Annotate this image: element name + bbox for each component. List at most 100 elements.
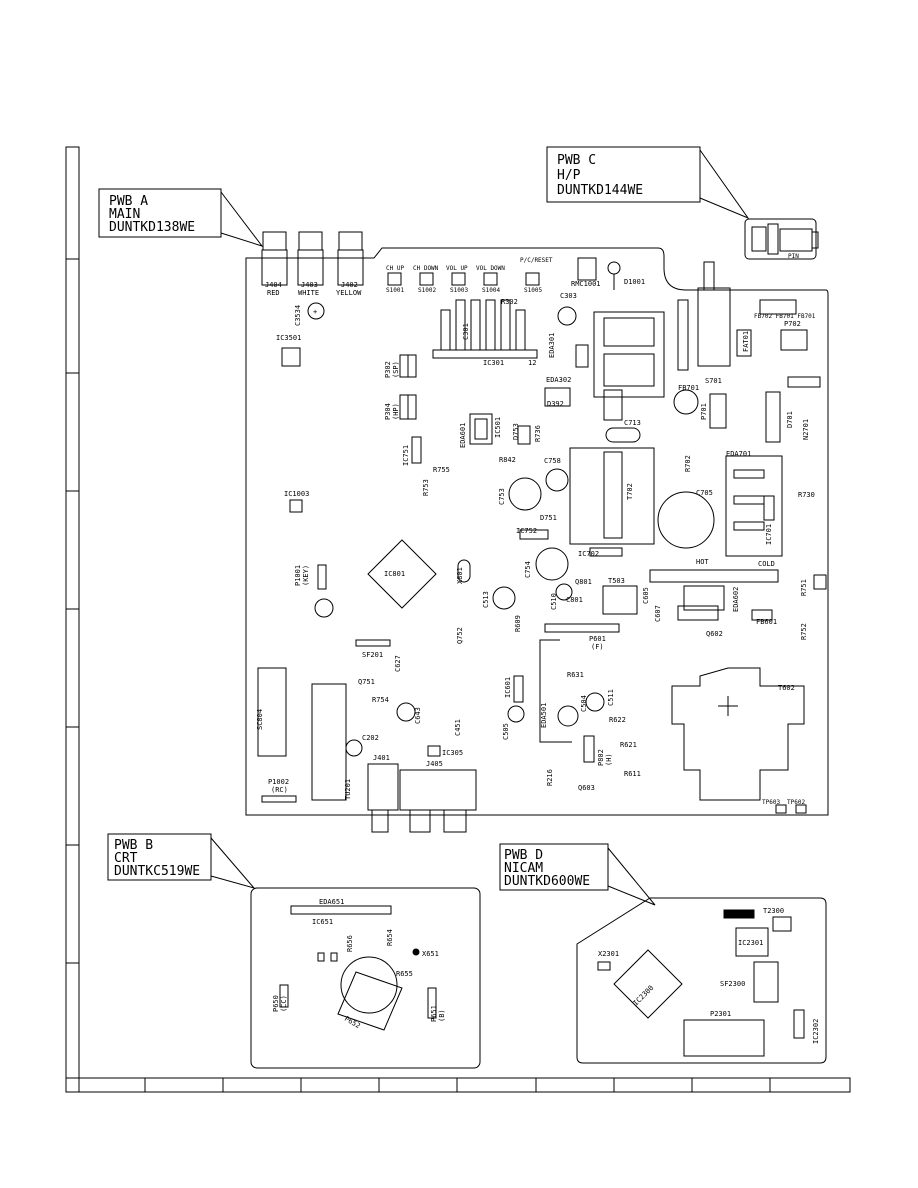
label-p651-sub: (B) bbox=[438, 1009, 446, 1022]
callout-pwb-b-part: DUNTKC519WE bbox=[114, 864, 200, 879]
label-c627: C627 bbox=[394, 655, 402, 672]
switch-ref-s1004: S1004 bbox=[482, 287, 500, 294]
label-c303: C303 bbox=[560, 292, 577, 300]
label-r736: R736 bbox=[534, 425, 542, 442]
label-c513: C513 bbox=[482, 591, 490, 608]
label-c705: C705 bbox=[696, 489, 713, 497]
label-ic2301: IC2301 bbox=[738, 939, 763, 947]
label-r656: R656 bbox=[346, 935, 354, 952]
jack-color-red: RED bbox=[267, 289, 280, 297]
switch-ref-s1001: S1001 bbox=[386, 287, 404, 294]
label-eda651: EDA651 bbox=[319, 898, 344, 906]
label-x801: X801 bbox=[456, 567, 464, 584]
jack-ref-j403: J403 bbox=[301, 281, 318, 289]
pwb-b-labels: EDA651 IC651 R656 R654 X651 R655 P650 (C… bbox=[272, 898, 446, 1030]
label-q751: Q751 bbox=[358, 678, 375, 686]
callout-pwb-b-title: PWB B bbox=[114, 838, 153, 853]
label-rmc1001: RMC1001 bbox=[571, 280, 601, 288]
label-eda302: EDA302 bbox=[546, 376, 571, 384]
label-c504: C504 bbox=[580, 695, 588, 712]
callout-pwb-c-part: DUNTKD144WE bbox=[557, 183, 643, 198]
jack-ref-j404: J404 bbox=[265, 281, 282, 289]
label-eda501: EDA501 bbox=[540, 703, 548, 728]
label-ic1003: IC1003 bbox=[284, 490, 309, 498]
label-eda602: EDA602 bbox=[732, 587, 740, 612]
pwb-b-board bbox=[250, 887, 481, 1069]
label-ic2302: IC2302 bbox=[812, 1019, 820, 1044]
label-s701: S701 bbox=[705, 377, 722, 385]
label-ic3501: IC3501 bbox=[276, 334, 301, 342]
label-p1001-sub: (KEY) bbox=[302, 565, 310, 586]
label-t2300: T2300 bbox=[763, 907, 784, 915]
label-c301: C301 bbox=[462, 323, 470, 340]
callout-pwb-a-name: MAIN bbox=[109, 207, 140, 222]
label-q752: Q752 bbox=[456, 627, 464, 644]
label-p601-sub: (F) bbox=[591, 643, 604, 651]
label-r842: R842 bbox=[499, 456, 516, 464]
label-c202: C202 bbox=[362, 734, 379, 742]
label-r621: R621 bbox=[620, 741, 637, 749]
label-d1001: D1001 bbox=[624, 278, 645, 286]
label-r752: R752 bbox=[800, 623, 808, 640]
label-c605: C605 bbox=[642, 587, 650, 604]
label-p1001: P1001 bbox=[294, 565, 302, 586]
label-r216: R216 bbox=[546, 769, 554, 786]
label-n2701: N2701 bbox=[802, 419, 810, 440]
label-p601: P601 bbox=[589, 635, 606, 643]
label-q603: Q603 bbox=[578, 784, 595, 792]
label-p701: P701 bbox=[700, 403, 708, 420]
label-c754: C754 bbox=[524, 561, 532, 578]
label-p302-sub: (SP) bbox=[392, 361, 400, 378]
label-tp603: TP603 bbox=[762, 799, 780, 806]
label-c3534: C3534 bbox=[294, 305, 302, 326]
label-c713: C713 bbox=[624, 419, 641, 427]
label-ic301: IC301 bbox=[483, 359, 504, 367]
label-ic301-pin12: 12 bbox=[528, 359, 536, 367]
label-q602: Q602 bbox=[706, 630, 723, 638]
label-ic305: IC305 bbox=[442, 749, 463, 757]
key-switches bbox=[387, 272, 540, 286]
label-r631: R631 bbox=[567, 671, 584, 679]
label-ic651: IC651 bbox=[312, 918, 333, 926]
label-fb701: FB701 bbox=[678, 384, 699, 392]
label-c505: C505 bbox=[502, 723, 510, 740]
label-p1002: P1002 bbox=[268, 778, 289, 786]
label-ic601: IC601 bbox=[504, 677, 512, 698]
callout-pwb-b: PWB B CRT DUNTKC519WE bbox=[107, 833, 256, 889]
callout-pwb-c-name: H/P bbox=[557, 168, 581, 183]
switch-ref-s1003: S1003 bbox=[450, 287, 468, 294]
callout-pwb-d-part: DUNTKD600WE bbox=[504, 874, 590, 889]
label-p802: P802 bbox=[597, 749, 605, 766]
label-pin: PIN bbox=[788, 253, 799, 260]
label-t602: T602 bbox=[778, 684, 795, 692]
label-tp602: TP602 bbox=[787, 799, 805, 806]
label-cold: COLD bbox=[758, 560, 775, 568]
switch-label-ch-down: CH DOWN bbox=[413, 265, 439, 272]
label-r611: R611 bbox=[624, 770, 641, 778]
label-p304: P304 bbox=[384, 403, 392, 420]
label-ic2300: IC2300 bbox=[632, 984, 656, 1008]
callout-pwb-a: PWB A MAIN DUNTKD138WE bbox=[98, 188, 264, 247]
callout-pwb-c-title: PWB C bbox=[557, 153, 596, 168]
label-sf2300: SF2300 bbox=[720, 980, 745, 988]
label-r654: R654 bbox=[386, 929, 394, 946]
callout-pwb-d: PWB D NICAM DUNTKD600WE bbox=[499, 843, 656, 906]
label-r622: R622 bbox=[609, 716, 626, 724]
jack-ref-j402: J402 bbox=[341, 281, 358, 289]
label-c451: C451 bbox=[454, 719, 462, 736]
label-ic801: IC801 bbox=[384, 570, 405, 578]
label-p2301: P2301 bbox=[710, 1010, 731, 1018]
label-p651: P651 bbox=[430, 1005, 438, 1022]
jack-color-white: WHITE bbox=[298, 289, 319, 297]
callout-pwb-a-title: PWB A bbox=[109, 194, 148, 209]
label-fb601: FB601 bbox=[756, 618, 777, 626]
pwb-a-board bbox=[245, 247, 829, 816]
label-eda601: EDA601 bbox=[459, 423, 467, 448]
label-r609: R609 bbox=[514, 615, 522, 632]
switch-label-vol-down: VOL DOWN bbox=[476, 265, 505, 272]
label-d392: D392 bbox=[547, 400, 564, 408]
label-c758: C758 bbox=[544, 457, 561, 465]
label-t702: T702 bbox=[626, 483, 634, 500]
label-j401: J401 bbox=[373, 754, 390, 762]
pwb-d-labels: TP2300 T2300 IC2301 X2301 IC2300 SF2300 … bbox=[598, 907, 820, 1044]
